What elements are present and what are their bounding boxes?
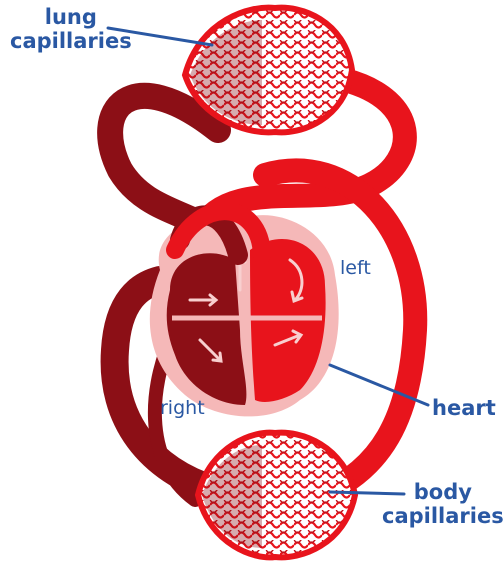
aorta-loop <box>253 158 428 507</box>
body-capillary-bed <box>194 429 359 561</box>
right-heart-chambers <box>166 253 247 405</box>
body-label-line1: body <box>413 480 472 504</box>
heart <box>149 202 339 417</box>
body-capillaries-label: body capillaries <box>382 480 504 528</box>
lung-capillaries-label: lung capillaries <box>10 5 132 53</box>
heart-label: heart <box>432 396 496 420</box>
pulmonary-vein-loop <box>188 68 417 242</box>
lung-pointer-line <box>106 26 214 47</box>
right-side-label: right <box>160 397 205 419</box>
lung-label-line1: lung <box>44 5 97 29</box>
lung-label-line2: capillaries <box>10 29 132 54</box>
body-label-line2: capillaries <box>382 504 504 529</box>
heart-septum <box>242 254 253 401</box>
aortic-arch <box>166 202 271 264</box>
left-side-label: left <box>340 257 371 279</box>
body-pointer-line <box>328 490 406 496</box>
lung-capillary-bed <box>181 4 356 136</box>
heart-pointer-line <box>328 363 430 407</box>
